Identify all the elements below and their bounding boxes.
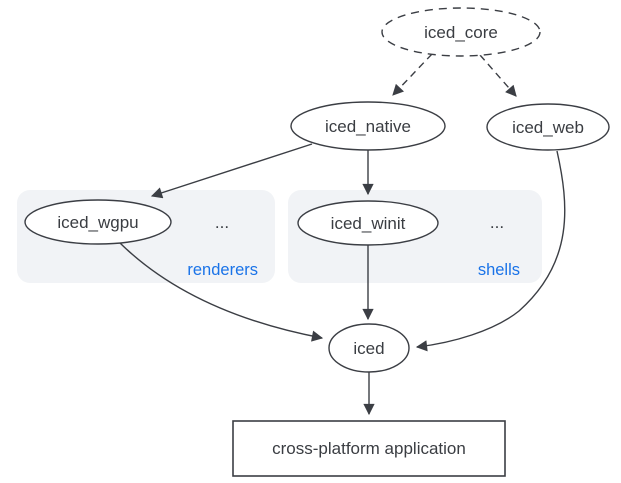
- edge-iced-native-to-iced-wgpu: [150, 143, 313, 199]
- node-iced-shape: [328, 323, 410, 373]
- node-iced-web-shape: [486, 103, 610, 151]
- node-iced-core-shape: [381, 7, 541, 57]
- node-iced: iced: [328, 323, 410, 373]
- node-iced-web: iced_web: [486, 103, 610, 151]
- node-iced-wgpu-label: iced_wgpu: [57, 213, 138, 232]
- node-iced-winit: iced_winit: [297, 200, 439, 246]
- node-cross-platform-application: cross-platform application: [232, 420, 506, 477]
- edge-iced-core-to-iced-web: [479, 54, 517, 97]
- node-iced-native: iced_native: [290, 101, 446, 151]
- cluster-shells-label: shells: [478, 261, 520, 279]
- node-iced-native-label: iced_native: [325, 117, 411, 136]
- node-cross-platform-application-shape: [232, 420, 506, 477]
- node-iced-winit-shape: [297, 200, 439, 246]
- edges: [119, 53, 566, 416]
- node-cross-platform-application-label: cross-platform application: [272, 439, 466, 458]
- node-iced-web-label: iced_web: [512, 118, 584, 137]
- cluster-renderers-label: renderers: [187, 261, 258, 279]
- cluster-renderers-ellipsis: ...: [215, 213, 229, 232]
- node-iced-wgpu: iced_wgpu: [24, 199, 172, 245]
- node-iced-label: iced: [353, 339, 384, 358]
- node-iced-core-label: iced_core: [424, 23, 498, 42]
- edge-iced-core-to-iced-native: [392, 53, 433, 96]
- cluster-shells-ellipsis: ...: [490, 213, 504, 232]
- edge-iced-web-to-iced: [415, 150, 566, 352]
- node-iced-native-shape: [290, 101, 446, 151]
- nodes: iced_core iced_native iced_web iced_wgpu…: [24, 7, 610, 477]
- node-iced-wgpu-shape: [24, 199, 172, 245]
- edge-iced-wgpu-to-iced: [119, 242, 324, 342]
- node-iced-core: iced_core: [381, 7, 541, 57]
- node-iced-winit-label: iced_winit: [331, 214, 406, 233]
